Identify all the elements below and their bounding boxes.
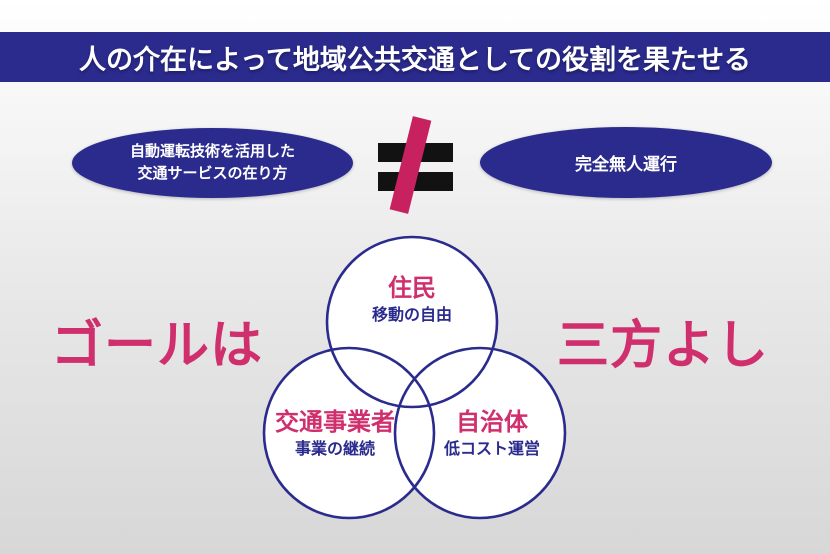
venn-label-municipality: 自治体 低コスト運営 [444, 410, 540, 459]
slide-title: 人の介在によって地域公共交通としての役割を果たせる [78, 44, 752, 75]
venn-label-transport-operators: 交通事業者 事業の継続 [275, 410, 395, 459]
venn-title-municipality: 自治体 [455, 409, 528, 436]
goal-text-left: ゴールは [50, 317, 264, 375]
not-equal-icon [378, 116, 453, 214]
title-banner: 人の介在によって地域公共交通としての役割を果たせる [0, 32, 830, 82]
venn-label-residents: 住民 移動の自由 [372, 276, 452, 325]
left-concept-line1: 自動運転技術を活用した [129, 143, 295, 161]
left-concept-line2: 交通サービスの在り方 [137, 165, 288, 182]
left-concept-ellipse: 自動運転技術を活用した 交通サービスの在り方 [72, 128, 353, 198]
venn-subtitle-transport-operators: 事業の継続 [294, 441, 375, 458]
goal-text-right: 三方よし [556, 317, 770, 375]
right-concept-ellipse: 完全無人運行 [480, 127, 772, 198]
venn-subtitle-residents: 移動の自由 [371, 307, 453, 324]
right-concept-label: 完全無人運行 [575, 155, 677, 174]
venn-title-residents: 住民 [387, 275, 436, 302]
venn-subtitle-municipality: 低コスト運営 [443, 441, 541, 458]
venn-title-transport-operators: 交通事業者 [275, 409, 395, 436]
